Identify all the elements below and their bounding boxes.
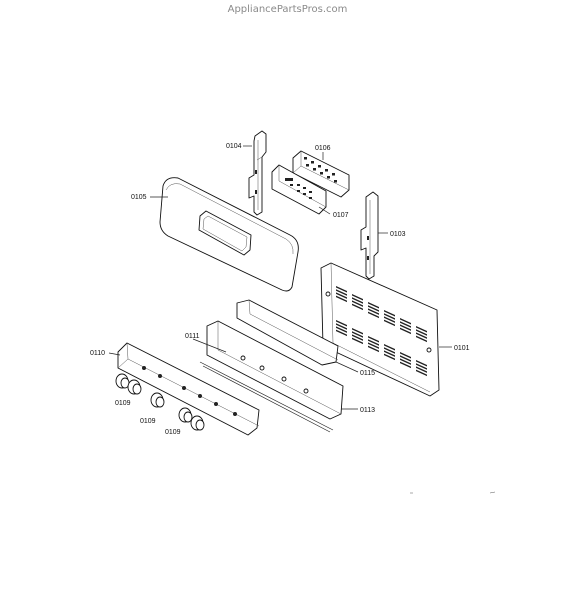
- leader-lines: [108, 145, 452, 410]
- callout-0111: 0111: [185, 333, 200, 340]
- part-knob-4[interactable]: [178, 407, 193, 423]
- part-touchpad-overlay[interactable]: [271, 164, 327, 215]
- part-control-panel[interactable]: [159, 177, 299, 292]
- callout-0107: 0107: [333, 212, 349, 219]
- callout-0103: 0103: [390, 231, 406, 238]
- part-knob-panel[interactable]: [117, 342, 260, 436]
- part-knob-3[interactable]: [150, 392, 165, 408]
- part-right-bracket[interactable]: [360, 191, 379, 280]
- callout-0106: 0106: [315, 145, 331, 152]
- callout-0115: 0115: [360, 370, 375, 377]
- callout-0101: 0101: [454, 345, 470, 352]
- stray-marks: [410, 491, 496, 494]
- callout-0113: 0113: [360, 407, 375, 414]
- part-knob-1[interactable]: [115, 373, 130, 389]
- part-knob-5[interactable]: [190, 415, 205, 431]
- callout-0110: 0110: [90, 350, 105, 357]
- watermark: AppliancePartsPros.com: [227, 4, 348, 15]
- part-manifold-panel[interactable]: [199, 320, 344, 433]
- part-knob-2[interactable]: [127, 379, 142, 395]
- callout-0109-left: 0109: [115, 400, 131, 407]
- callout-0109-middle: 0109: [140, 418, 156, 425]
- part-rear-panel[interactable]: [320, 262, 440, 397]
- callout-0109-right: 0109: [165, 429, 181, 436]
- part-left-bracket[interactable]: [248, 130, 267, 216]
- callout-0105: 0105: [131, 194, 147, 201]
- callout-0104: 0104: [226, 143, 242, 150]
